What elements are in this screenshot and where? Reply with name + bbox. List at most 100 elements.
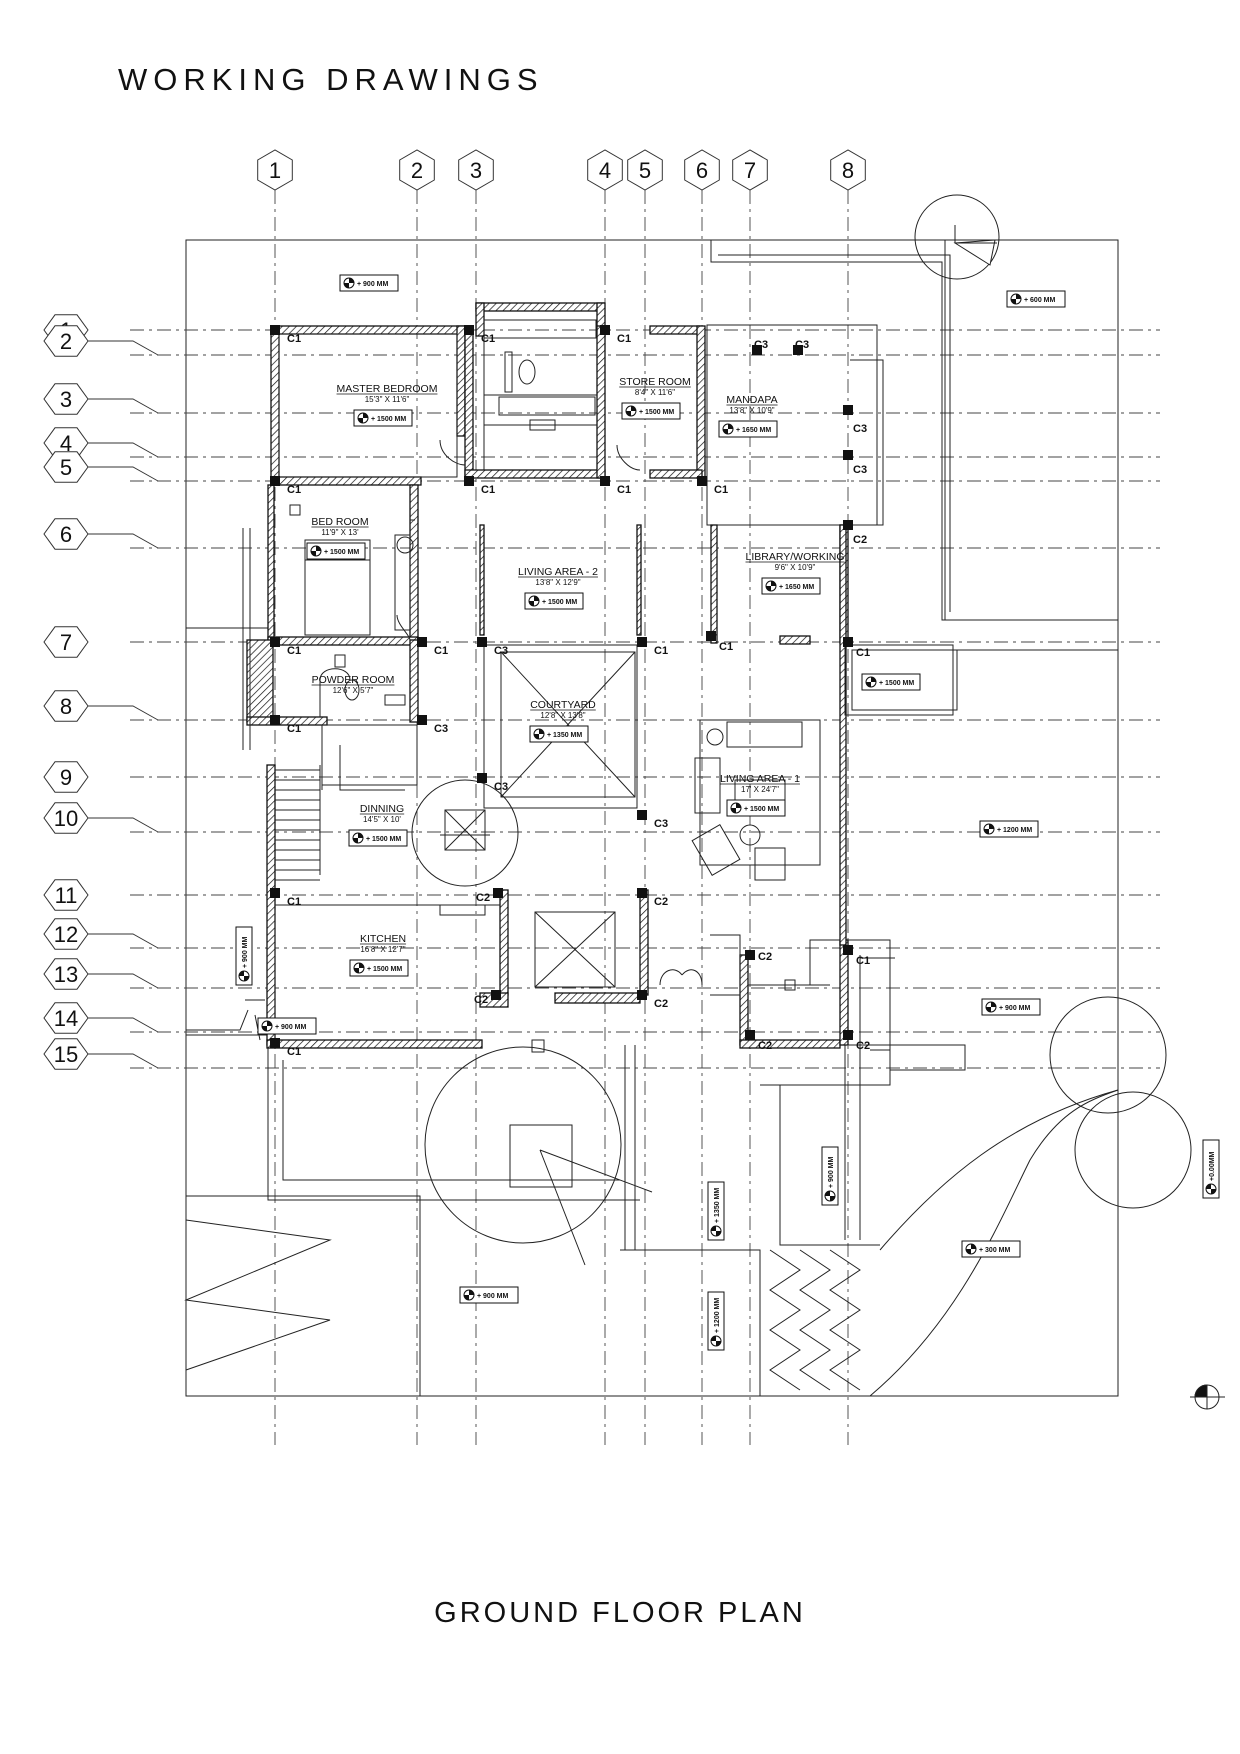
column-tag: C3 — [434, 723, 448, 735]
column-tag: C2 — [853, 534, 867, 546]
structural-column: C1 — [697, 476, 728, 496]
structural-column: C3 — [477, 637, 508, 657]
column-tag: C2 — [474, 994, 488, 1006]
room-size: 12'6" X 5'7" — [333, 686, 374, 695]
grid-label-col: 7 — [744, 158, 756, 183]
grid-bubble-row-14: 14 — [43, 1002, 159, 1034]
column-tag: C1 — [481, 484, 495, 496]
level-marker: + 1500 MM — [353, 409, 413, 427]
column-tag: C1 — [856, 647, 870, 659]
level-datum-icon — [1205, 1183, 1217, 1195]
structural-column: C1 — [270, 476, 301, 496]
grid-label-row: 4 — [60, 431, 72, 456]
level-datum-icon — [533, 728, 545, 740]
grid-label-col: 8 — [842, 158, 854, 183]
grid-bubble-row-6: 6 — [43, 518, 159, 550]
svg-text:+ 1650 MM: + 1650 MM — [736, 427, 771, 434]
level-marker: + 1500 MM — [306, 542, 366, 560]
grid-label-row: 13 — [54, 962, 78, 987]
level-marker: + 900 MM — [459, 1286, 519, 1304]
room-size: 14'5" X 10' — [363, 815, 401, 824]
svg-text:+ 900 MM: + 900 MM — [275, 1024, 306, 1031]
room-size: 13'8" X 10'9" — [729, 406, 774, 415]
column-tag: C2 — [654, 896, 668, 908]
room-size: 13'8" X 12'9" — [535, 578, 580, 587]
svg-text:+ 1350 MM: + 1350 MM — [547, 732, 582, 739]
grid-bubble-row-4: 4 — [43, 427, 159, 459]
level-datum-icon — [238, 970, 250, 982]
column-tag: C1 — [617, 484, 631, 496]
grid-label-row: 11 — [55, 883, 78, 908]
structural-column: C1 — [464, 325, 495, 345]
column-tag: C2 — [758, 1040, 772, 1052]
column-tag: C1 — [287, 484, 301, 496]
level-datum-icon — [353, 962, 365, 974]
room-size: 17' X 24'7" — [741, 785, 779, 794]
column-tag: C3 — [795, 339, 809, 351]
grid-bubble-col-4: 4 — [587, 149, 623, 191]
grid-bubbles: 12345678123456789101112131415 — [43, 149, 866, 1070]
column-tag: C2 — [758, 951, 772, 963]
column-tag: C2 — [476, 892, 490, 904]
grid-bubble-col-8: 8 — [830, 149, 866, 191]
column-tag: C2 — [856, 1040, 870, 1052]
svg-text:+ 1500 MM: + 1500 MM — [639, 409, 674, 416]
level-marker: + 1350 MM — [707, 1181, 725, 1241]
level-datum-icon — [463, 1289, 475, 1301]
room-name: STORE ROOM — [619, 376, 691, 388]
structural-column: C1 — [464, 476, 495, 496]
grid-bubble-row-3: 3 — [43, 383, 159, 415]
level-datum-icon — [528, 595, 540, 607]
grid-label-col: 5 — [639, 158, 651, 183]
structural-column: C1 — [637, 637, 668, 657]
level-marker: + 900 MM — [257, 1017, 317, 1035]
room-size: 9'6" X 10'9" — [775, 563, 816, 572]
column-tag: C1 — [287, 896, 301, 908]
grid-bubble-row-7: 7 — [43, 626, 89, 658]
grid-bubble-row-9: 9 — [43, 761, 89, 793]
level-marker: + 1500 MM — [726, 799, 786, 817]
level-datum-icon — [625, 405, 637, 417]
north-arrow-icon — [1190, 1384, 1225, 1410]
structural-column: C3 — [417, 715, 448, 735]
level-datum-icon — [865, 676, 877, 688]
room-name: DINNING — [360, 803, 404, 815]
level-datum-icon — [310, 545, 322, 557]
structural-column: C1 — [843, 637, 870, 659]
grid-bubble-row-13: 13 — [43, 958, 159, 990]
structural-column: C1 — [600, 476, 631, 496]
column-tag: C1 — [287, 1046, 301, 1058]
structural-column: C2 — [843, 520, 867, 546]
level-datum-icon — [985, 1001, 997, 1013]
level-marker: + 1200 MM — [979, 820, 1039, 838]
level-marker: + 900 MM — [235, 926, 253, 986]
column-tag: C1 — [719, 641, 733, 653]
svg-text:+ 600 MM: + 600 MM — [1024, 297, 1055, 304]
level-marker: + 1650 MM — [761, 577, 821, 595]
level-marker: + 1650 MM — [718, 420, 778, 438]
column-tag: C1 — [287, 333, 301, 345]
grid-bubble-row-12: 12 — [43, 918, 159, 950]
room-name: MANDAPA — [726, 394, 777, 406]
level-datum-icon — [983, 823, 995, 835]
grid-label-row: 5 — [60, 455, 72, 480]
level-datum-icon — [710, 1225, 722, 1237]
level-datum-icon — [965, 1243, 977, 1255]
level-marker: + 1500 MM — [621, 402, 681, 420]
room-label: LIVING AREA - 117' X 24'7"+ 1500 MM — [720, 773, 800, 817]
column-tag: C1 — [617, 333, 631, 345]
structural-column: C1 — [843, 945, 870, 967]
column-tag: C1 — [287, 723, 301, 735]
level-datum-icon — [765, 580, 777, 592]
structural-column: C1 — [270, 325, 301, 345]
sheet-title: GROUND FLOOR PLAN — [434, 1597, 806, 1629]
grid-label-col: 6 — [696, 158, 708, 183]
structural-column: C1 — [270, 888, 301, 908]
structural-column: C1 — [600, 325, 631, 345]
structural-column: C1 — [270, 637, 301, 657]
structural-column: C2 — [843, 1030, 870, 1052]
structural-column: C1 — [706, 631, 733, 653]
